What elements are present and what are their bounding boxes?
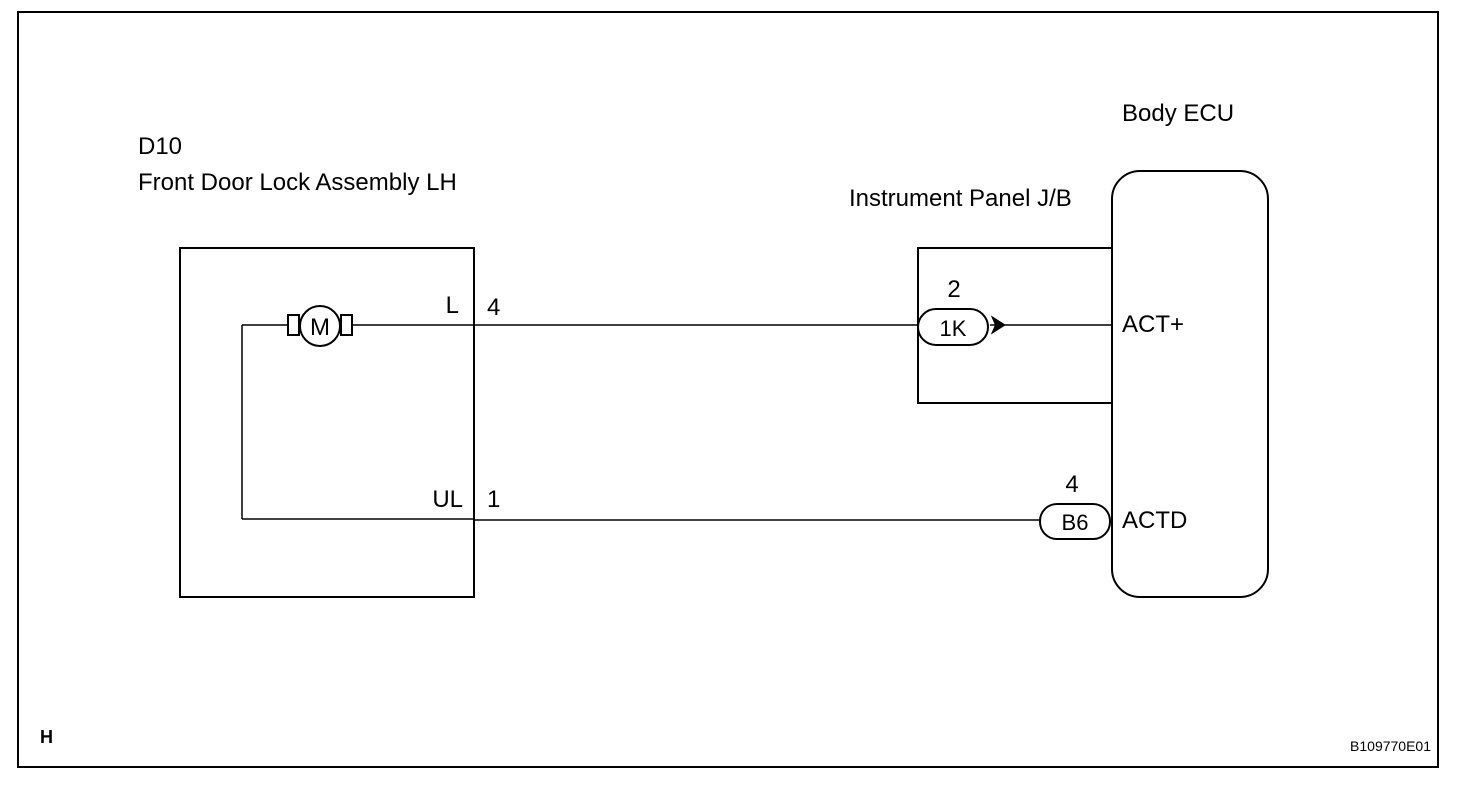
component-name: Front Door Lock Assembly LH — [138, 169, 457, 196]
corner-letter: H — [40, 727, 53, 747]
figure-id: B109770E01 — [1350, 738, 1431, 754]
pin-signal-l: L — [446, 292, 459, 319]
component-id: D10 — [138, 133, 182, 160]
ecu-name: Body ECU — [1122, 100, 1234, 127]
connector-1k-shape — [917, 308, 989, 346]
door-lock-assembly-box — [179, 247, 475, 598]
connector-b6-code: B6 — [1062, 510, 1089, 535]
motor-icon — [287, 305, 353, 347]
motor-symbol-label: M — [310, 314, 330, 341]
connector-b6-shape — [1039, 503, 1111, 540]
ecu-terminal-act-plus: ACT+ — [1122, 311, 1184, 338]
junction-block-name: Instrument Panel J/B — [849, 185, 1072, 212]
female-terminal-icon — [990, 315, 1006, 335]
junction-pin-number: 2 — [947, 276, 960, 303]
ecu-terminal-actd: ACTD — [1122, 507, 1187, 534]
pin-signal-ul: UL — [432, 486, 463, 513]
connector-1k-code: 1K — [940, 316, 967, 341]
ecu-box — [1111, 170, 1269, 598]
diagram-frame — [17, 11, 1439, 768]
ecu-pin-number: 4 — [1065, 471, 1078, 498]
pin-number-4: 4 — [487, 294, 500, 321]
pin-number-1: 1 — [487, 486, 500, 513]
